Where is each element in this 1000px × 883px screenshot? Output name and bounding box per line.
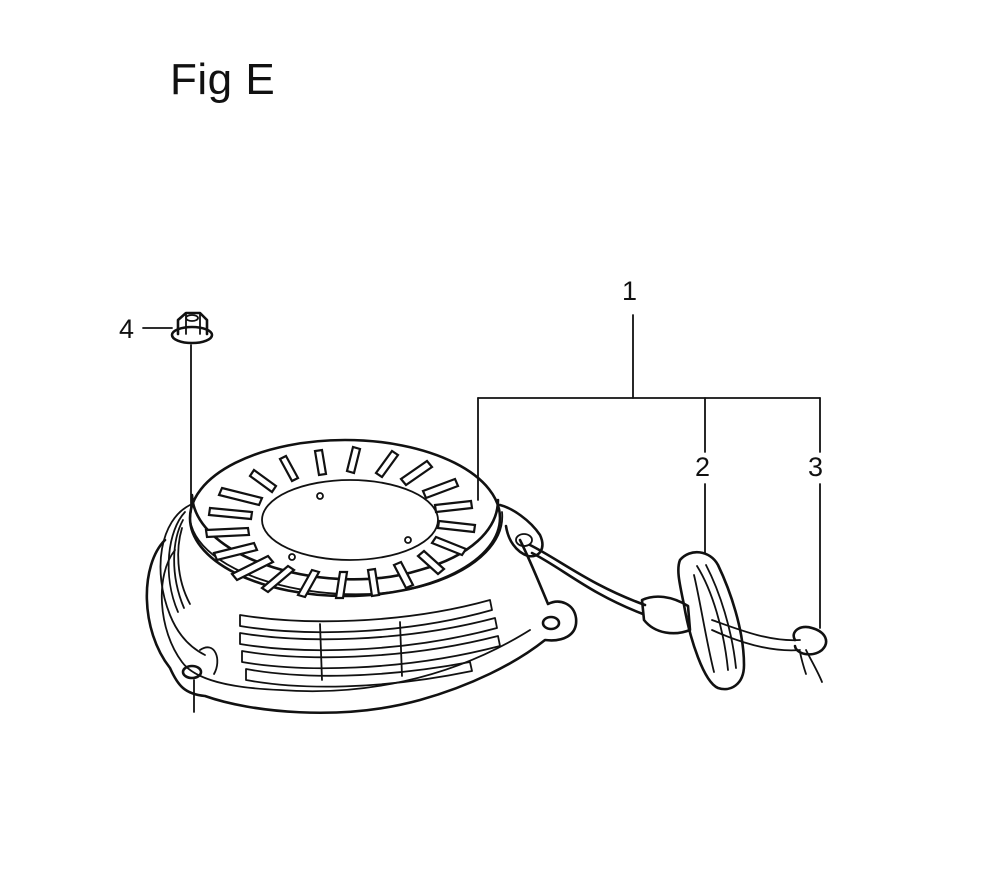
recoil-starter-housing <box>145 438 578 715</box>
mounting-hole-left <box>181 664 203 680</box>
flange-nut <box>170 311 214 345</box>
callout-1: 1 <box>622 276 637 306</box>
mounting-hole-right <box>541 615 561 631</box>
radial-vents <box>204 445 477 600</box>
figure-title: Fig E <box>170 55 276 104</box>
cover-center <box>261 479 439 561</box>
callout-leaders <box>142 314 821 713</box>
side-slots <box>239 599 501 688</box>
rope-knot <box>792 625 828 683</box>
callout-4: 4 <box>119 314 134 344</box>
callout-2: 2 <box>695 452 710 482</box>
side-windings <box>159 504 206 656</box>
base-flange-outline <box>145 538 578 715</box>
callout-3: 3 <box>808 452 823 482</box>
cover-top-disc <box>188 438 502 598</box>
starter-grip <box>640 551 746 691</box>
cover-side-wall <box>190 493 500 581</box>
